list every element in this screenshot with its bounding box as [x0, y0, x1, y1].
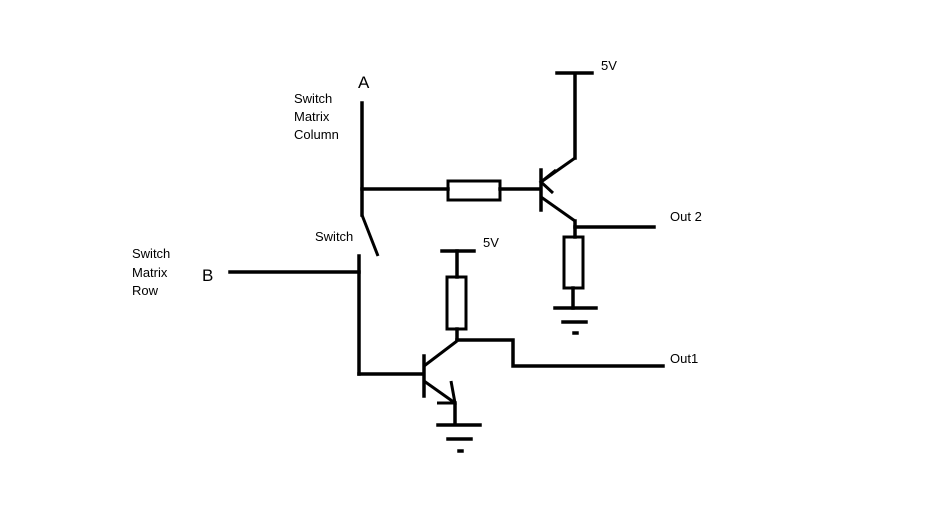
switch-blade	[360, 214, 380, 257]
column-label-line1: Switch	[294, 91, 332, 106]
column-label-line3: Column	[294, 127, 339, 142]
column-label-line2: Matrix	[294, 109, 330, 124]
switch-label: Switch	[315, 229, 353, 244]
supply-top-label: 5V	[601, 58, 617, 73]
column-letter-label: A	[358, 73, 370, 92]
out1-label: Out1	[670, 351, 698, 366]
out2-label: Out 2	[670, 209, 702, 224]
row-label-line2: Matrix	[132, 265, 168, 280]
out1-wire	[455, 338, 665, 368]
collector-resistor	[445, 275, 468, 331]
transistor-upper-emitter	[540, 195, 576, 223]
row-letter-label: B	[202, 266, 213, 285]
row-label-line3: Row	[132, 283, 159, 298]
supply-bottom-label: 5V	[483, 235, 499, 250]
transistor-lower-emitter	[423, 379, 456, 405]
transistor-upper-arrow	[538, 168, 557, 195]
transistor-lower-collector	[423, 339, 458, 368]
base-resistor-upper	[446, 179, 502, 202]
row-label-line1: Switch	[132, 246, 170, 261]
emitter-resistor	[562, 235, 585, 290]
